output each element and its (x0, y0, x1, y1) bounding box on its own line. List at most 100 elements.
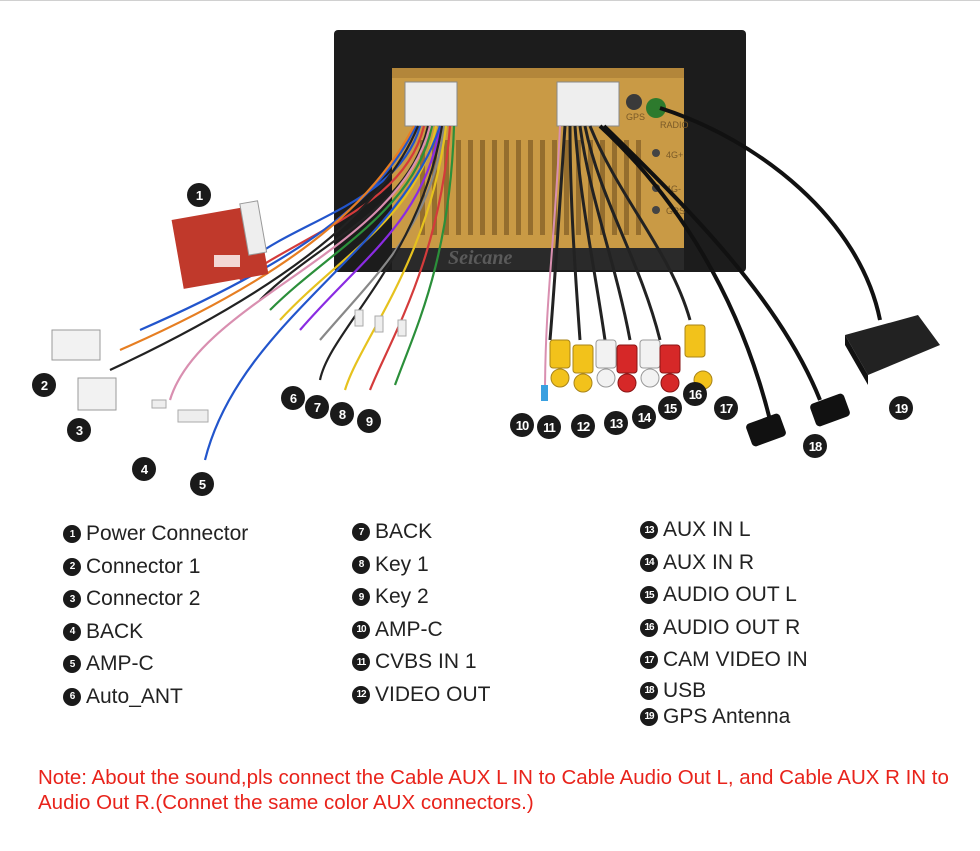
legend-item: 8 Key 1 (352, 549, 491, 582)
legend-item: 6 Auto_ANT (63, 681, 248, 714)
legend-label: AUX IN R (663, 550, 755, 574)
legend-number: 8 (352, 555, 370, 574)
callout-9: 9 (357, 409, 381, 433)
legend-label: Power Connector (86, 522, 249, 546)
legend-label: AMP-C (375, 617, 443, 641)
legend-label: Auto_ANT (86, 684, 183, 708)
legend-label: BACK (86, 619, 144, 643)
head-unit: GPS RADIO 4G+ 4G- GPS Seicane (334, 30, 746, 272)
legend-number: 1 (63, 525, 81, 544)
legend-item: 18 USB (640, 677, 808, 705)
legend-number: 11 (352, 653, 370, 672)
callout-18: 18 (803, 434, 827, 458)
legend-item: 15 AUDIO OUT L (640, 579, 808, 612)
legend-number: 18 (640, 681, 658, 700)
legend-number: 10 (352, 620, 370, 639)
legend-label: AUX IN L (663, 518, 751, 542)
wiring-diagram: GPS RADIO 4G+ 4G- GPS Seicane (51, 30, 940, 461)
brand-logo: Seicane (448, 247, 513, 269)
callout-2: 2 (32, 373, 56, 397)
callout-13: 13 (604, 411, 628, 435)
wire-tags (151, 309, 407, 423)
legend-number: 7 (352, 523, 370, 542)
top-divider (0, 0, 980, 1)
legend-label: CVBS IN 1 (375, 650, 477, 674)
legend-label: Connector 1 (86, 554, 201, 578)
legend-number: 13 (640, 521, 658, 540)
callout-15: 15 (658, 396, 682, 420)
callout-10: 10 (510, 413, 534, 437)
callout-19: 19 (889, 396, 913, 420)
legend-number: 3 (63, 590, 81, 609)
power-connector-box (171, 200, 269, 289)
legend-item: 2 Connector 1 (63, 551, 248, 584)
legend-number: 17 (640, 651, 658, 670)
svg-text:RADIO: RADIO (660, 120, 689, 130)
callout-5: 5 (190, 472, 214, 496)
legend-number: 5 (63, 655, 81, 674)
legend-item: 11 CVBS IN 1 (352, 646, 491, 679)
legend-number: 4 (63, 622, 81, 641)
connector-1-plug (51, 329, 101, 361)
legend-label: USB (663, 678, 707, 702)
legend-label: BACK (375, 520, 433, 544)
svg-text:4G-: 4G- (666, 184, 681, 194)
legend-label: VIDEO OUT (375, 682, 491, 706)
legend-number: 16 (640, 618, 658, 637)
main-wire-bundle (109, 125, 456, 461)
legend-item: 7 BACK (352, 516, 491, 549)
callout-14: 14 (632, 405, 656, 429)
connector-2-plug (77, 377, 117, 411)
legend-item: 1 Power Connector (63, 518, 248, 551)
legend-item: 10 AMP-C (352, 614, 491, 647)
gps-antenna (845, 315, 940, 385)
legend-number: 15 (640, 586, 658, 605)
callout-11: 11 (537, 415, 561, 439)
legend-label: AUDIO OUT L (663, 583, 797, 607)
usb-plugs (746, 393, 850, 447)
callout-8: 8 (330, 402, 354, 426)
legend-item: 17 CAM VIDEO IN (640, 644, 808, 677)
legend-item: 12 VIDEO OUT (352, 679, 491, 712)
legend-column-1: 1 Power Connector 2 Connector 1 3 Connector… (63, 518, 248, 713)
callout-3: 3 (67, 418, 91, 442)
callout-7: 7 (305, 395, 329, 419)
callout-17: 17 (714, 396, 738, 420)
legend-item: 19 GPS Antenna (640, 705, 808, 729)
legend-item: 5 AMP-C (63, 648, 248, 681)
radio-port (646, 98, 666, 118)
legend-label: CAM VIDEO IN (663, 648, 808, 672)
legend-number: 6 (63, 687, 81, 706)
legend-label: Connector 2 (86, 587, 201, 611)
legend-number: 14 (640, 553, 658, 572)
callout-1: 1 (187, 183, 211, 207)
legend-number: 9 (352, 588, 370, 607)
legend-label: Key 2 (375, 585, 429, 609)
legend-item: 4 BACK (63, 616, 248, 649)
av-harness-socket (556, 81, 620, 127)
callout-4: 4 (132, 457, 156, 481)
legend-item: 3 Connector 2 (63, 583, 248, 616)
sound-note: Note: About the sound,pls connect the Ca… (38, 766, 949, 814)
legend-label: GPS Antenna (663, 704, 791, 728)
legend-number: 19 (640, 707, 658, 726)
gps-port (626, 94, 642, 110)
main-harness-socket (404, 81, 458, 127)
av-wire-bundle (544, 106, 882, 421)
callout-12: 12 (571, 414, 595, 438)
svg-text:GPS: GPS (626, 112, 645, 122)
rca-plugs (541, 324, 713, 401)
callout-16: 16 (683, 382, 707, 406)
legend-item: 13 AUX IN L (640, 514, 808, 547)
legend-item: 9 Key 2 (352, 581, 491, 614)
svg-text:4G+: 4G+ (666, 150, 683, 160)
callout-6: 6 (281, 386, 305, 410)
legend-label: AMP-C (86, 652, 154, 676)
legend-label: Key 1 (375, 552, 429, 576)
legend-number: 12 (352, 685, 370, 704)
legend-number: 2 (63, 557, 81, 576)
legend-item: 14 AUX IN R (640, 547, 808, 580)
